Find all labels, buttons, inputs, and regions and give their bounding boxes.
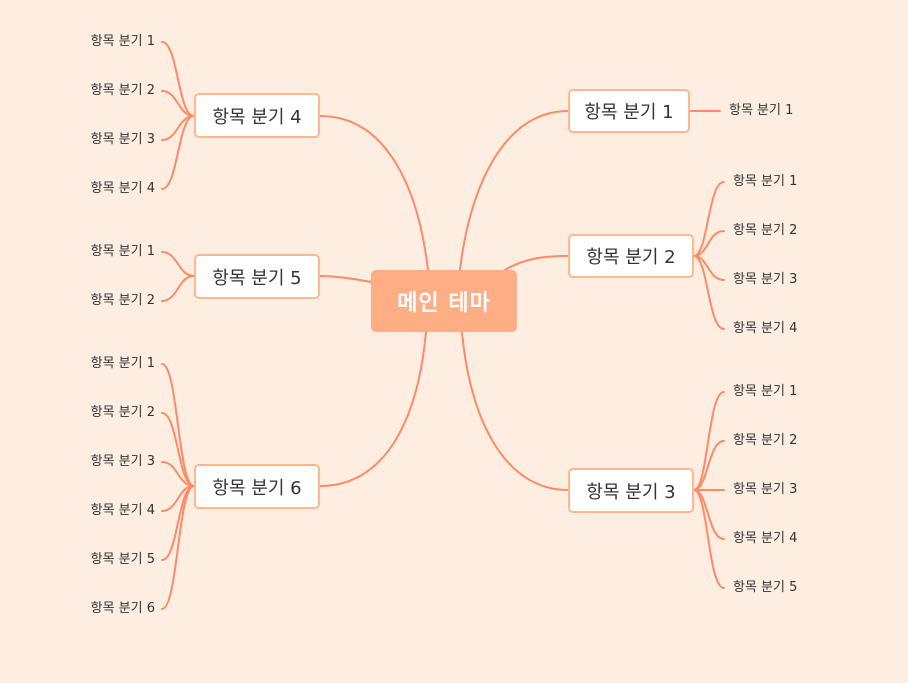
branch-6-leaf-1[interactable]: 항목 분기 1 — [90, 356, 155, 371]
branch-5-leaf-2[interactable]: 항목 분기 2 — [90, 293, 155, 308]
link-branch-6-leaf-2 — [161, 412, 195, 487]
branch-2-leaf-2[interactable]: 항목 분기 2 — [733, 223, 798, 238]
branch-4[interactable]: 항목 분기 4 — [194, 93, 320, 138]
link-branch-4-leaf-1 — [161, 41, 195, 117]
branch-1-leaf-1[interactable]: 항목 분기 1 — [729, 103, 794, 118]
link-central-branch-5 — [319, 275, 372, 283]
branch-6-leaf-3[interactable]: 항목 분기 3 — [90, 454, 155, 469]
branch-1[interactable]: 항목 분기 1 — [568, 89, 690, 133]
branch-2-leaf-3[interactable]: 항목 분기 3 — [733, 272, 798, 287]
branch-6-leaf-4[interactable]: 항목 분기 4 — [90, 503, 155, 518]
link-branch-5-leaf-2 — [161, 275, 195, 302]
link-central-branch-3 — [461, 331, 569, 491]
branch-2[interactable]: 항목 분기 2 — [568, 234, 694, 278]
central-topic[interactable]: 메인 테마 — [371, 270, 517, 332]
branch-4-leaf-3[interactable]: 항목 분기 3 — [90, 132, 155, 147]
link-branch-2-leaf-1 — [693, 181, 725, 257]
branch-6-leaf-2[interactable]: 항목 분기 2 — [90, 405, 155, 420]
link-branch-2-leaf-4 — [693, 255, 725, 330]
branch-3-leaf-1[interactable]: 항목 분기 1 — [733, 384, 798, 399]
link-branch-2-leaf-2 — [693, 230, 725, 257]
branch-3-leaf-5[interactable]: 항목 분기 5 — [733, 580, 798, 595]
link-central-branch-6 — [319, 331, 427, 487]
branch-6-leaf-6[interactable]: 항목 분기 6 — [90, 601, 155, 616]
branch-2-leaf-1[interactable]: 항목 분기 1 — [733, 174, 798, 189]
branch-6[interactable]: 항목 분기 6 — [194, 464, 320, 509]
branch-3-leaf-2[interactable]: 항목 분기 2 — [733, 433, 798, 448]
branch-4-leaf-1[interactable]: 항목 분기 1 — [90, 34, 155, 49]
link-branch-3-leaf-2 — [693, 440, 725, 491]
branch-3-leaf-4[interactable]: 항목 분기 4 — [733, 531, 798, 546]
link-branch-6-leaf-3 — [161, 461, 195, 487]
branch-4-leaf-2[interactable]: 항목 분기 2 — [90, 83, 155, 98]
link-central-branch-2 — [504, 255, 569, 271]
link-branch-3-leaf-1 — [693, 391, 725, 491]
branch-4-leaf-4[interactable]: 항목 분기 4 — [90, 181, 155, 196]
link-branch-3-leaf-4 — [693, 489, 725, 540]
link-branch-4-leaf-2 — [161, 90, 195, 117]
branch-5[interactable]: 항목 분기 5 — [194, 254, 320, 299]
link-branch-4-leaf-4 — [161, 115, 195, 190]
branch-3[interactable]: 항목 분기 3 — [568, 468, 694, 513]
link-branch-6-leaf-1 — [161, 363, 195, 487]
branch-5-leaf-1[interactable]: 항목 분기 1 — [90, 244, 155, 259]
branch-3-leaf-3[interactable]: 항목 분기 3 — [733, 482, 798, 497]
branch-2-leaf-4[interactable]: 항목 분기 4 — [733, 321, 798, 336]
link-branch-6-leaf-6 — [161, 485, 195, 610]
link-branch-3-leaf-5 — [693, 489, 725, 589]
link-branch-5-leaf-1 — [161, 251, 195, 277]
link-central-branch-1 — [459, 110, 569, 271]
link-central-branch-4 — [319, 115, 429, 271]
branch-6-leaf-5[interactable]: 항목 분기 5 — [90, 552, 155, 567]
